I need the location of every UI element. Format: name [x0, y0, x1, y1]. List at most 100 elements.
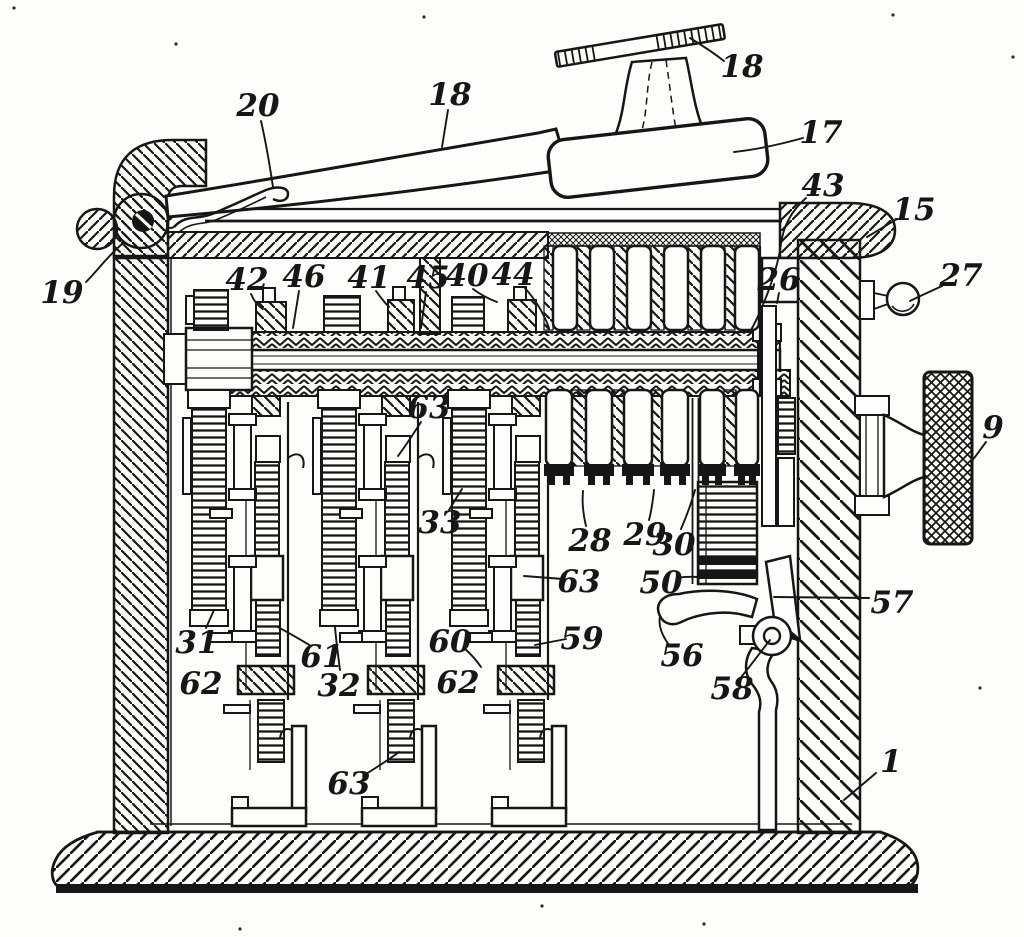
thumb-bar-18	[553, 23, 726, 68]
leader-line-43-5	[749, 197, 807, 333]
ref-label-29-19: 29	[622, 517, 666, 553]
leader-line-63-22	[523, 575, 564, 580]
side-knob-assembly	[854, 280, 974, 546]
ref-label-58-26: 58	[710, 671, 753, 707]
base-pedestal	[50, 830, 920, 890]
ref-label-40-14: 40	[445, 258, 489, 294]
ref-label-28-18: 28	[567, 523, 611, 559]
leader-line-18-3	[689, 37, 725, 62]
ref-label-1-34: 1	[880, 744, 902, 780]
leader-line-19-0	[85, 243, 123, 283]
ref-label-57-25: 57	[870, 585, 914, 621]
shaft-hub	[184, 326, 254, 392]
leader-line-30-20	[680, 489, 696, 530]
operating-lever-assembly	[164, 23, 770, 234]
ref-label-63-22: 63	[557, 564, 600, 600]
cam-44	[507, 299, 537, 333]
ref-label-27-8: 27	[938, 258, 983, 294]
ref-label-33-17: 33	[418, 505, 461, 541]
base-bottom-edge	[56, 884, 918, 893]
leader-line-1-34	[843, 772, 877, 801]
ref-label-17-4: 17	[799, 115, 843, 151]
ref-label-63-33: 63	[327, 766, 370, 802]
leader-line-58-26	[741, 639, 771, 677]
ref-label-18-3: 18	[720, 49, 763, 85]
cam-46	[323, 295, 361, 333]
leader-line-44-15	[523, 286, 550, 329]
top-plate-hatched-band	[167, 231, 549, 259]
ref-label-20-1: 20	[235, 88, 280, 124]
leader-line-32-30	[334, 626, 341, 671]
cam-40	[451, 296, 485, 333]
ref-label-56-24: 56	[660, 638, 703, 674]
ref-label-50-21: 50	[639, 565, 683, 601]
leader-line-15-6	[866, 218, 898, 238]
ref-label-44-15: 44	[491, 257, 534, 293]
knurled-knob-9	[922, 370, 974, 546]
leader-line-33-17	[448, 488, 463, 511]
ref-label-62-28: 62	[179, 666, 222, 702]
ref-label-62-32: 62	[436, 665, 479, 701]
right-frame-column-1	[796, 238, 862, 835]
drum-feet	[544, 464, 760, 485]
shaft-upper-sleeve	[251, 331, 781, 351]
latch-arm-58	[744, 646, 779, 832]
leader-line-17-4	[733, 137, 804, 153]
leader-line-29-19	[648, 489, 655, 521]
leader-line-28-18	[581, 490, 587, 527]
handle-grip-17	[546, 116, 770, 200]
leader-line-63-16	[397, 421, 422, 457]
leader-line-46-11	[292, 290, 300, 329]
drum-rack-strip	[547, 232, 761, 247]
leader-line-20-1	[260, 120, 274, 188]
ref-label-63-16: 63	[407, 390, 450, 426]
ref-label-46-11: 46	[282, 259, 325, 295]
accumulator-drum	[543, 232, 762, 584]
ref-label-60-31: 60	[428, 624, 472, 660]
leader-line-27-8	[909, 285, 943, 302]
leader-line-31-27	[205, 609, 215, 629]
machine-base	[50, 823, 920, 893]
ref-label-15-6: 15	[892, 192, 935, 228]
ref-label-18-2: 18	[428, 77, 471, 113]
ref-label-43-5: 43	[801, 168, 844, 204]
return-spring-20	[166, 186, 290, 234]
leader-line-18-2	[441, 109, 449, 148]
right-side-details	[696, 256, 800, 586]
leader-line-56-24	[658, 615, 670, 646]
ref-label-59-23: 59	[560, 621, 603, 657]
cam-row	[255, 257, 537, 335]
left-frame-column	[112, 254, 170, 835]
leader-line-50-21	[677, 575, 700, 579]
leader-line-9-9	[970, 441, 987, 463]
pawl-assembly	[656, 554, 802, 832]
cam-41	[387, 299, 415, 333]
latch-hook-56	[656, 589, 759, 626]
leader-line-41-12	[375, 290, 390, 308]
pivot-ball-19	[75, 207, 119, 251]
leader-line-63-33	[362, 751, 400, 777]
leader-line-59-23	[534, 638, 567, 646]
ref-label-42-10: 42	[225, 262, 268, 298]
hub-pinion	[193, 289, 229, 331]
leader-line-60-31	[463, 647, 482, 668]
scan-specks	[12, 6, 1015, 931]
ref-label-9-9: 9	[982, 410, 1004, 446]
ref-label-32-30: 32	[317, 668, 360, 704]
support-post	[419, 257, 441, 335]
ref-label-19-0: 19	[40, 275, 83, 311]
ref-label-31-27: 31	[175, 625, 218, 661]
leader-line-40-14	[472, 288, 498, 303]
leader-line-61-29	[277, 626, 312, 647]
shaft-core	[164, 348, 782, 372]
ref-label-45-13: 45	[406, 260, 449, 296]
leader-line-57-25	[773, 596, 870, 599]
ref-label-26-7: 26	[756, 262, 800, 298]
gear-stack-50	[696, 480, 759, 586]
leader-line-26-7	[776, 292, 780, 304]
leader-line-42-10	[250, 293, 264, 310]
ref-label-41-12: 41	[347, 260, 390, 296]
